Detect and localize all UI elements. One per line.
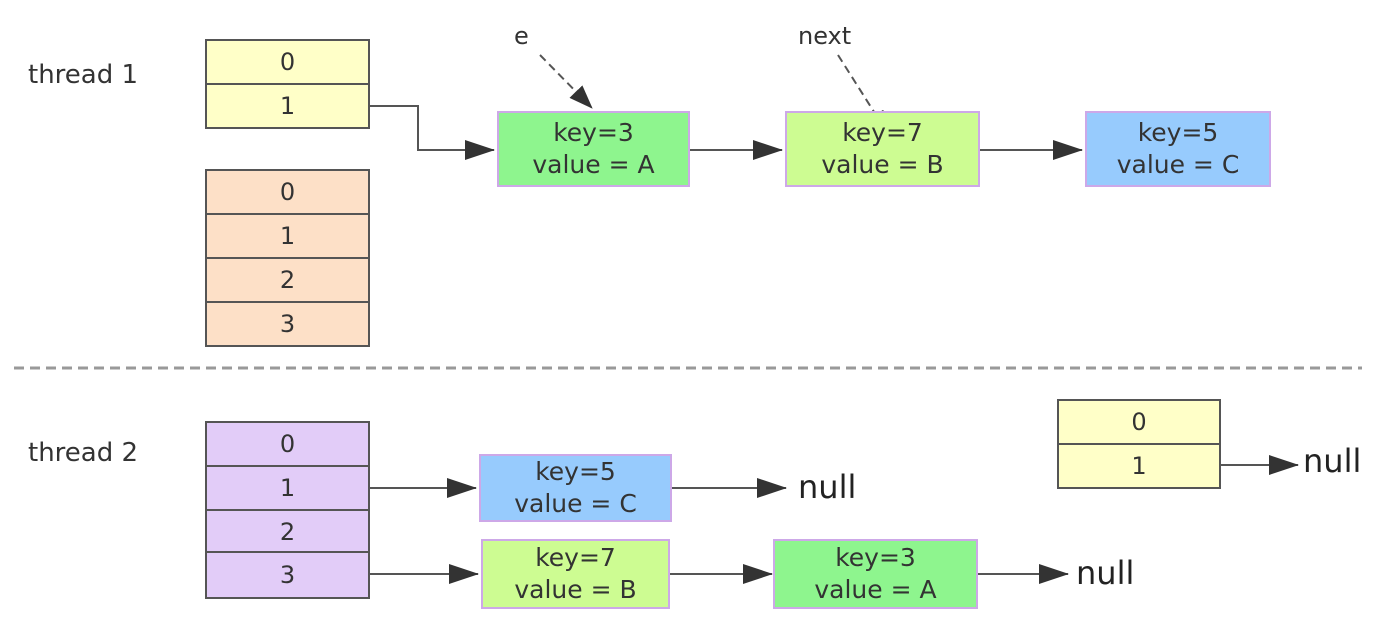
arrow-pointer-e [539,54,593,109]
t1-node-key3: key=3 value = A [497,111,690,187]
node-key: key=7 [535,543,616,572]
t1-new-bucket-0: 0 [205,169,370,215]
null-label-bucket3: null [1076,554,1135,592]
arrow-t1-bucket1-to-node-a [370,105,495,160]
node-key: key=7 [842,118,923,147]
t2-new-bucket-1: 1 [205,465,370,511]
node-key: key=5 [535,457,616,486]
node-value: value = B [514,575,637,604]
t2-node-key7: key=7 value = B [481,539,670,609]
t2-old-bucket-0: 0 [1057,399,1221,445]
t2-node-key5: key=5 value = C [479,454,672,522]
node-key: key=5 [1137,118,1219,147]
t2-old-bucket-1: 1 [1057,443,1221,489]
thread-2-label: thread 2 [28,438,139,468]
t2-node-key3: key=3 value = A [773,539,978,609]
thread-1-label: thread 1 [28,60,139,90]
t1-new-bucket-3: 3 [205,301,370,347]
t1-old-bucket-0: 0 [205,39,370,85]
pointer-next-label: next [798,22,852,50]
node-value: value = A [532,150,655,179]
t2-new-bucket-0: 0 [205,421,370,467]
node-value: value = B [821,150,944,179]
null-label-bucket1: null [798,468,857,506]
t1-old-bucket-1: 1 [205,83,370,129]
t2-new-bucket-3: 3 [205,551,370,599]
pointer-e-label: e [514,22,529,50]
t1-new-bucket-2: 2 [205,257,370,303]
node-value: value = C [514,489,637,518]
node-key: key=3 [835,543,916,572]
t1-node-key5: key=5 value = C [1085,111,1271,187]
node-key: key=3 [553,118,634,147]
t1-node-key7: key=7 value = B [785,111,980,187]
node-value: value = A [814,575,937,604]
t2-new-bucket-2: 2 [205,509,370,555]
node-value: value = C [1116,150,1240,179]
null-label-old-table: null [1303,442,1362,480]
t1-new-bucket-1: 1 [205,213,370,259]
